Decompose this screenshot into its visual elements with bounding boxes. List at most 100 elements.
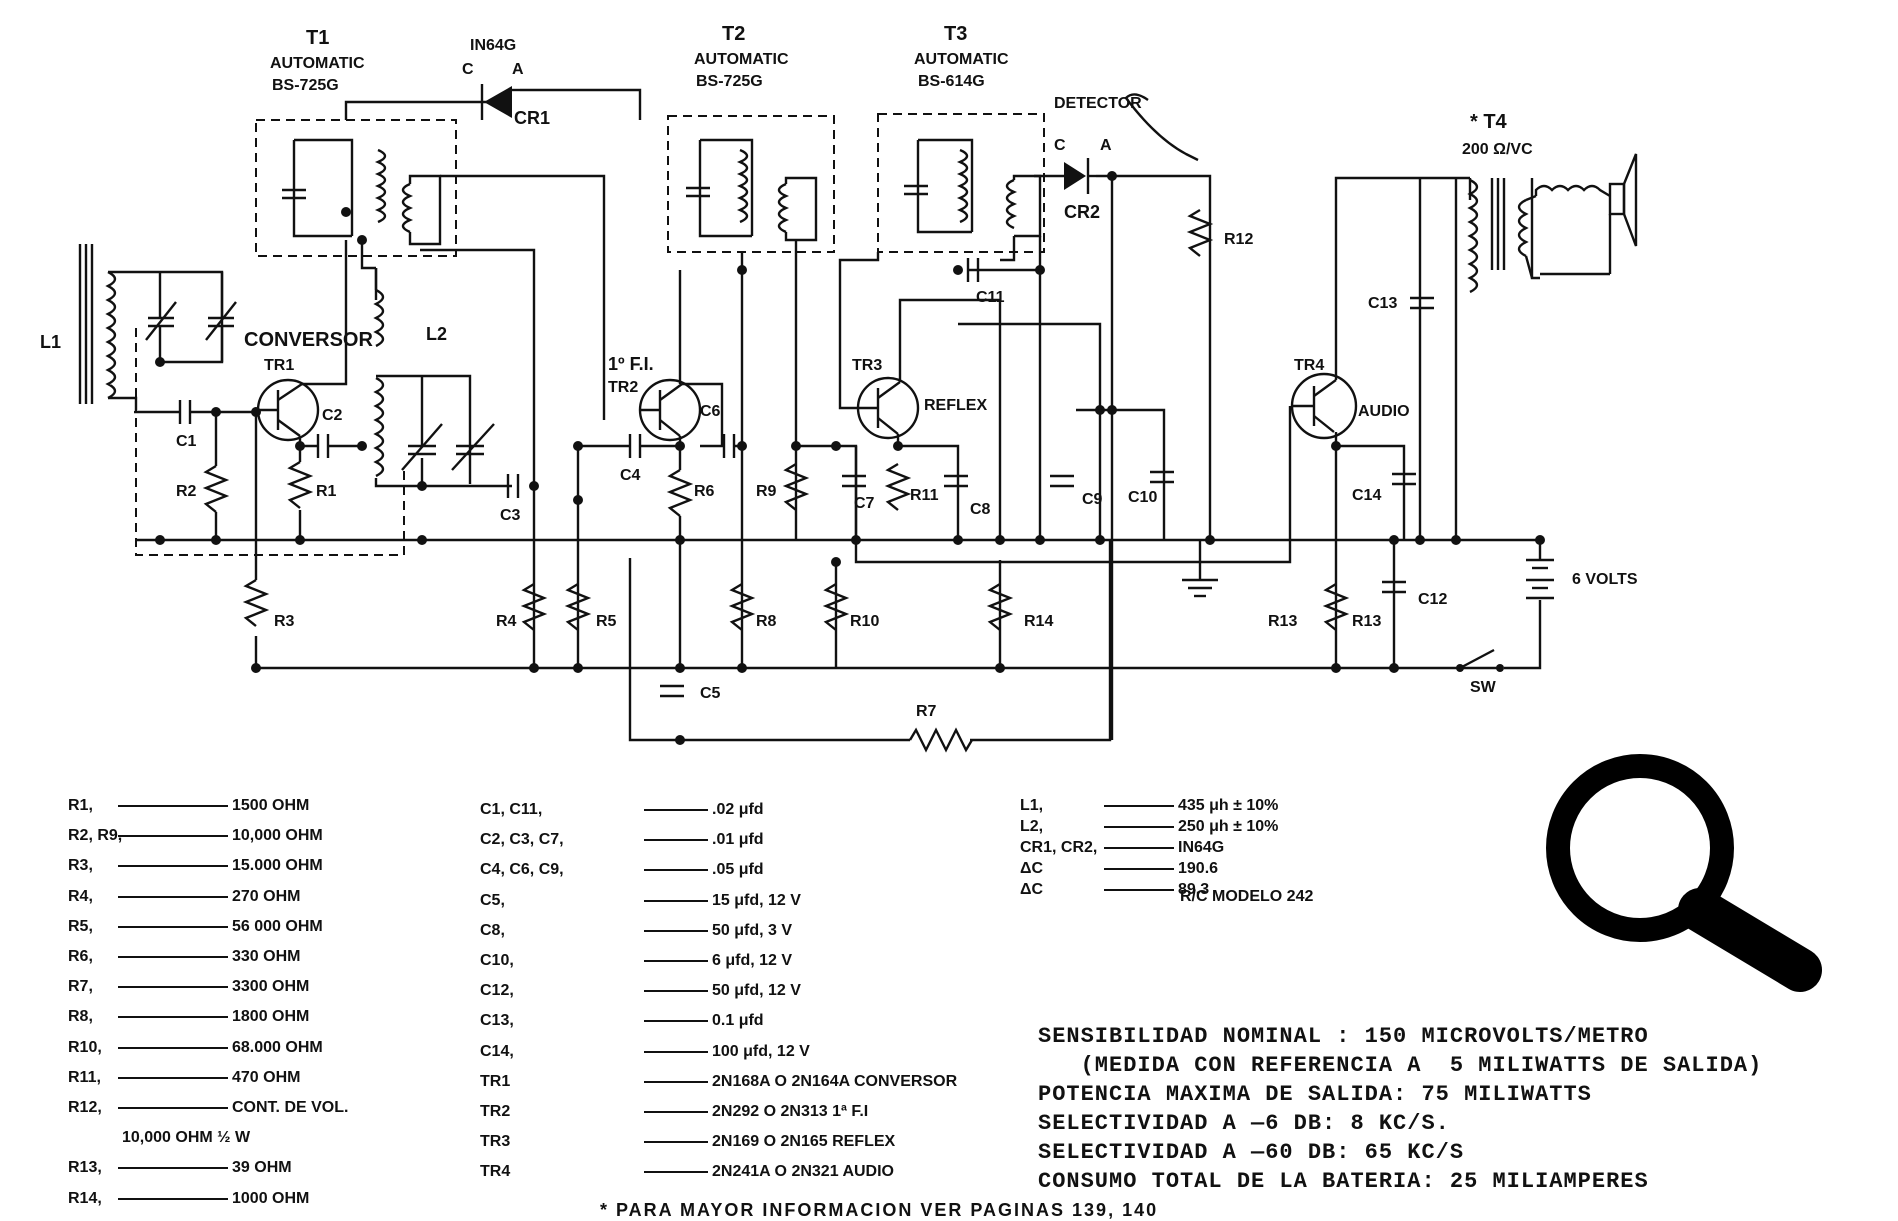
- part-value: 50 μfd, 12 V: [712, 982, 801, 1000]
- part-ref: CR1, CR2,: [1020, 839, 1098, 856]
- part-value: 250 μh ± 10%: [1178, 818, 1279, 835]
- leader-line: [118, 1107, 228, 1109]
- part-ref: L1,: [1020, 797, 1044, 814]
- parts-list-item: R1,1500 OHM: [68, 796, 309, 816]
- tr3-label: TR3: [852, 357, 882, 374]
- part-ref: TR2: [480, 1103, 511, 1120]
- t3-transformer: [904, 138, 1042, 238]
- leader-line: [644, 899, 708, 902]
- part-ref: R6,: [68, 948, 93, 965]
- part-ref: C2, C3, C7,: [480, 831, 564, 849]
- tr3-transistor: [856, 376, 920, 440]
- leader-line: [118, 956, 228, 958]
- c5-label: C5: [700, 685, 721, 702]
- parts-list-item: C4, C6, C9,.05 μfd: [480, 860, 764, 880]
- t2-id: T2: [722, 23, 745, 45]
- parts-list-item: C2, C3, C7,.01 μfd: [480, 830, 764, 850]
- footnote: * PARA MAYOR INFORMACION VER PAGINAS 139…: [600, 1200, 1159, 1220]
- c14-label: C14: [1352, 487, 1381, 504]
- r10-label: R10: [850, 613, 879, 630]
- r11-label: R11: [910, 487, 939, 504]
- parts-list-item: C8,50 μfd, 3 V: [480, 921, 792, 941]
- r5-label: R5: [596, 613, 617, 630]
- junction-dots: [155, 171, 1545, 745]
- leader-line: [1104, 847, 1174, 849]
- schematic-labels: T1 AUTOMATIC BS-725G T2 AUTOMATIC BS-725…: [40, 23, 1638, 720]
- part-ref: R11,: [68, 1068, 101, 1086]
- specifications: SENSIBILIDAD NOMINAL : 150 MICROVOLTS/ME…: [1038, 1022, 1762, 1196]
- leader-line: [118, 925, 228, 928]
- leader-line: [644, 990, 708, 993]
- part-ref: R4,: [68, 887, 93, 905]
- tr1-transistor: [256, 378, 320, 442]
- leader-line: [118, 805, 228, 807]
- magnifying-glass-icon[interactable]: [1500, 738, 1860, 1008]
- part-ref: R3,: [68, 857, 93, 875]
- circuit-wiring: [134, 88, 1542, 753]
- c12-label: C12: [1418, 591, 1447, 608]
- parts-list-item: C1, C11,.02 μfd: [480, 800, 764, 820]
- battery-volts-label: 6 VOLTS: [1572, 571, 1638, 588]
- parts-list-item: C13,0.1 μfd: [480, 1011, 764, 1031]
- part-ref: C12,: [480, 982, 514, 1000]
- cr1-ref: CR1: [514, 108, 550, 128]
- detector-label: DETECTOR: [1054, 95, 1142, 112]
- part-ref: C14,: [480, 1042, 514, 1060]
- t3-model: BS-614G: [918, 73, 985, 90]
- part-ref: TR3: [480, 1133, 511, 1151]
- c13-label: C13: [1368, 295, 1397, 312]
- c3-label: C3: [500, 507, 521, 524]
- part-ref: C1, C11,: [480, 801, 543, 818]
- part-value: 6 μfd, 12 V: [712, 952, 793, 969]
- t1-type: AUTOMATIC: [270, 55, 365, 72]
- t1-id: T1: [306, 27, 329, 49]
- part-value: 1800 OHM: [232, 1008, 310, 1026]
- r4-label: R4: [496, 613, 517, 630]
- part-ref: ΔC: [1020, 860, 1044, 877]
- t4-output-transformer: [1467, 178, 1537, 294]
- c4-label: C4: [620, 467, 641, 484]
- r13b-label: R13: [1352, 613, 1381, 630]
- part-value: 435 μh ± 10%: [1178, 797, 1279, 814]
- tr2-transistor: [638, 378, 702, 442]
- part-value: 10,000 OHM: [232, 827, 323, 845]
- parts-list-item: R5,56 000 OHM: [68, 917, 323, 937]
- t2-shield: [667, 115, 835, 253]
- parts-list-item: R4, 270 OHM: [68, 887, 300, 907]
- t3-id: T3: [944, 23, 967, 45]
- r8-label: R8: [756, 613, 777, 630]
- cr1-diode: [470, 84, 520, 120]
- cr2-c: C: [1054, 137, 1066, 154]
- parts-list-item: C12, 50 μfd, 12 V: [480, 981, 801, 1001]
- c2-label: C2: [322, 407, 343, 424]
- part-value: 190.6: [1178, 860, 1219, 877]
- r9-label: R9: [756, 483, 777, 500]
- r2-label: R2: [176, 483, 197, 500]
- parts-list-item: R10,68.000 OHM: [68, 1038, 323, 1058]
- parts-list-item: R3,15.000 OHM: [68, 856, 323, 876]
- part-value: 270 OHM: [232, 887, 301, 905]
- part-value: 2N169 O 2N165 REFLEX: [712, 1133, 896, 1151]
- leader-line: [118, 865, 228, 868]
- r12-label: R12: [1224, 231, 1253, 248]
- fi1-label: 1º F.I.: [608, 354, 654, 374]
- leader-line: [118, 835, 228, 838]
- leader-line: [118, 1046, 228, 1049]
- part-value: 39 OHM: [232, 1159, 292, 1177]
- parts-list-item: R14,1000 OHM: [68, 1189, 309, 1209]
- part-ref: TR1: [480, 1072, 511, 1090]
- leader-line: [644, 1171, 708, 1174]
- part-value: 2N168A O 2N164A CONVERSOR: [712, 1072, 958, 1090]
- spec-line: POTENCIA MAXIMA DE SALIDA: 75 MILIWATTS: [1038, 1082, 1592, 1107]
- r1-label: R1: [316, 483, 337, 500]
- tr1-shield: [135, 328, 405, 556]
- part-value: CONT. DE VOL.: [232, 1099, 349, 1116]
- parts-list-item: L2,250 μh ± 10%: [1020, 817, 1278, 837]
- l2-label: L2: [426, 324, 447, 344]
- part-value: .05 μfd: [712, 861, 764, 879]
- conversor-label: CONVERSOR: [244, 329, 373, 351]
- cr1-c: C: [462, 61, 474, 78]
- parts-list-item: 10,000 OHM ½ W: [68, 1128, 250, 1148]
- t2-transformer: [686, 138, 818, 242]
